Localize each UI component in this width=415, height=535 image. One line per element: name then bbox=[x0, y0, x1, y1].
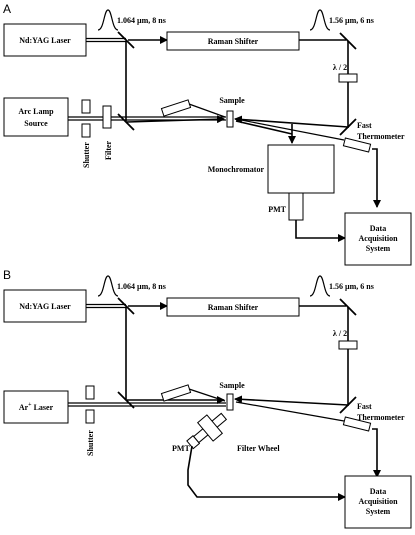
shutter-lower-b bbox=[85, 409, 95, 424]
shutter-upper bbox=[81, 99, 91, 114]
probe-line-left-b bbox=[188, 388, 226, 402]
mirror-4-b bbox=[117, 391, 135, 409]
thermometer-label: Thermometer bbox=[357, 132, 405, 141]
daq-b-label-3: System bbox=[366, 507, 391, 516]
pmt-to-daq-a bbox=[295, 220, 346, 242]
panel-b-label: B bbox=[3, 268, 11, 282]
pulse-1-shape-b bbox=[97, 275, 119, 297]
probe-detector-left bbox=[160, 99, 192, 117]
panel-b: B Nd:YAG Laser 1.064 µm, 8 ns Raman Shif… bbox=[3, 268, 412, 529]
half-wave-label: λ / 2 bbox=[333, 63, 347, 72]
daq-b-label-1: Data bbox=[370, 487, 386, 496]
half-wave-plate-b bbox=[338, 340, 358, 350]
panel-a: A Nd:YAG Laser 1.064 µm, 8 ns Raman Shif… bbox=[3, 2, 412, 266]
half-wave-plate bbox=[338, 73, 358, 83]
daq-box-a bbox=[344, 212, 412, 266]
pmt-to-daq-b bbox=[187, 445, 346, 501]
filter-wheel-assembly bbox=[186, 412, 228, 450]
daq-a-label-3: System bbox=[366, 244, 391, 253]
pulse-2-shape-b bbox=[309, 275, 331, 297]
daq-a-label-2: Acquisition bbox=[358, 234, 398, 243]
raman-shifter-box bbox=[166, 31, 300, 51]
pulse-2-label: 1.56 µm, 6 ns bbox=[329, 16, 374, 25]
panel-a-label: A bbox=[3, 2, 11, 16]
sample-label: Sample bbox=[219, 96, 245, 105]
pulse-1-shape bbox=[97, 9, 119, 31]
ar-laser-label: Ar+ Laser bbox=[19, 402, 54, 412]
thermometer-to-daq bbox=[372, 148, 381, 208]
daq-b-label-2: Acquisition bbox=[358, 497, 398, 506]
raman-shifter-label: Raman Shifter bbox=[208, 37, 259, 46]
thermometer-line-b bbox=[235, 401, 345, 422]
half-wave-label-b: λ / 2 bbox=[333, 329, 347, 338]
thermometer-line bbox=[235, 118, 345, 141]
probe-detector-left-b bbox=[160, 384, 192, 402]
monochromator-label: Monochromator bbox=[208, 165, 265, 174]
raman-shifter-box-b bbox=[166, 297, 300, 317]
pmt-box-a bbox=[288, 192, 304, 221]
arc-lamp-label-2: Source bbox=[24, 119, 48, 128]
pulse-2-shape bbox=[309, 9, 331, 31]
shutter-label: Shutter bbox=[82, 142, 91, 168]
sample-cuvette bbox=[226, 110, 234, 128]
raman-shifter-label-b: Raman Shifter bbox=[208, 303, 259, 312]
nd-yag-laser-label: Nd:YAG Laser bbox=[19, 36, 71, 45]
daq-a-label-1: Data bbox=[370, 224, 386, 233]
arc-lamp-label-1: Arc Lamp bbox=[18, 107, 54, 116]
pulse-1-label-b: 1.064 µm, 8 ns bbox=[117, 282, 166, 291]
probe-line-left bbox=[188, 103, 226, 118]
arc-lamp-box bbox=[3, 97, 69, 137]
fast-label-b: Fast bbox=[357, 402, 372, 411]
nd-yag-laser-box bbox=[3, 23, 87, 57]
daq-box-b bbox=[344, 475, 412, 529]
shutter-lower bbox=[81, 123, 91, 138]
fast-label: Fast bbox=[357, 121, 372, 130]
fast-thermometer-detector-b bbox=[342, 416, 372, 432]
filter-box bbox=[102, 105, 112, 129]
fast-thermometer-detector bbox=[342, 137, 372, 153]
shutter-upper-b bbox=[85, 385, 95, 400]
filter-wheel-label: Filter Wheel bbox=[237, 444, 280, 453]
thermometer-label-b: Thermometer bbox=[357, 413, 405, 422]
mirror-1 bbox=[117, 31, 135, 49]
pulse-1-label: 1.064 µm, 8 ns bbox=[117, 16, 166, 25]
ar-laser-box bbox=[3, 390, 69, 424]
mirror-1-b bbox=[117, 297, 135, 315]
beam-to-sample-right-b bbox=[234, 395, 349, 406]
nd-yag-laser-box-b bbox=[3, 289, 87, 323]
pmt-label-a: PMT bbox=[268, 205, 286, 214]
monochromator-box bbox=[267, 144, 335, 194]
filter-label: Filter bbox=[104, 140, 113, 160]
shutter-label-b: Shutter bbox=[86, 430, 95, 456]
nd-yag-laser-label-b: Nd:YAG Laser bbox=[19, 302, 71, 311]
pmt-label-b: PMT bbox=[172, 444, 190, 453]
collection-beam bbox=[235, 120, 293, 135]
sample-label-b: Sample bbox=[219, 381, 245, 390]
sample-cuvette-b bbox=[226, 393, 234, 411]
thermometer-to-daq-b bbox=[372, 428, 381, 478]
beam-to-sample-right bbox=[234, 115, 349, 128]
pulse-2-label-b: 1.56 µm, 6 ns bbox=[329, 282, 374, 291]
